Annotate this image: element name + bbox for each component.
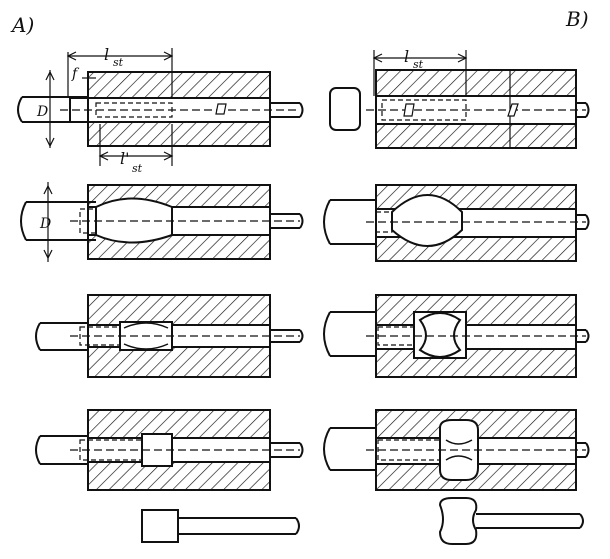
panel-b-stage-4 (323, 409, 590, 491)
lst-label-b-top: l (404, 47, 409, 66)
lst-sub-a-top: st (113, 56, 124, 69)
diameter-label-1: D (36, 104, 48, 120)
lst-prime-label: l' (120, 149, 130, 168)
feed-label: f (71, 66, 80, 82)
panel-b: B) l st (323, 7, 590, 545)
panel-a-label: A) (10, 13, 34, 37)
panel-b-finished-part (438, 497, 584, 545)
panel-b-stage-2 (323, 184, 590, 262)
panel-b-label: B) (565, 7, 589, 31)
panel-b-stage-3 (323, 294, 590, 378)
lst-prime-sub: st (132, 162, 143, 175)
panel-a-finished-part (141, 509, 300, 543)
panel-b-stage-1: l st (329, 47, 590, 149)
panel-a: A) D f l (10, 13, 304, 543)
panel-a-stage-4 (35, 409, 304, 491)
lst-label-a-top: l (104, 45, 109, 64)
panel-a-stage-2: D (20, 182, 304, 262)
diameter-label-2: D (39, 216, 51, 232)
panel-a-stage-3 (35, 294, 304, 378)
panel-a-stage-1: D f l st l' st (17, 45, 304, 175)
lst-sub-b-top: st (413, 58, 424, 71)
